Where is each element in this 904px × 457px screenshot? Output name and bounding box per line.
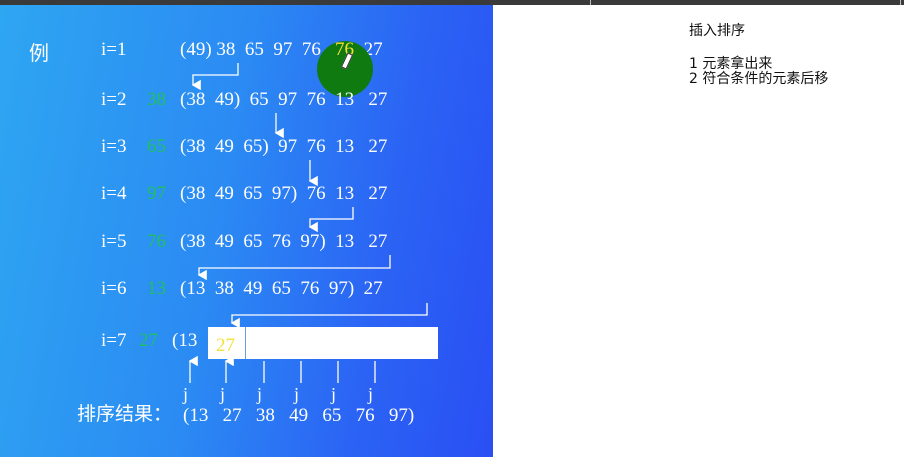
row-key: 76 xyxy=(147,231,166,252)
row-key: 97 xyxy=(147,183,166,204)
notes-title: 插入排序 xyxy=(689,23,745,39)
row-sequence: (13 38 49 65 76 97) 27 xyxy=(180,278,383,299)
j-label: j xyxy=(183,384,189,404)
top-bar xyxy=(0,0,904,5)
j-label: j xyxy=(294,384,300,404)
arrow-step-5 xyxy=(197,255,391,281)
example-label: 例 xyxy=(29,41,49,65)
j-label: j xyxy=(368,384,374,404)
top-bar-tick xyxy=(590,0,591,5)
result-label: 排序结果： xyxy=(77,403,173,425)
row-key: 27 xyxy=(139,330,158,351)
result-sequence: (13 27 38 49 65 76 97) xyxy=(183,405,415,426)
row-label: i=6 xyxy=(101,278,127,299)
insertion-slot-box xyxy=(208,327,438,359)
j-label: j xyxy=(331,384,337,404)
notes-item: 1 元素拿出来 xyxy=(689,56,773,72)
top-bar-tick xyxy=(900,0,901,5)
row-label: i=4 xyxy=(101,183,127,204)
row-label: i=1 xyxy=(101,39,127,60)
row-sequence: (13 xyxy=(172,330,198,351)
row-label: i=2 xyxy=(101,89,127,110)
arrow-layer xyxy=(188,63,428,383)
slot-divider xyxy=(245,327,246,359)
highlight-value: 27 xyxy=(216,335,235,356)
row-label: i=7 xyxy=(101,330,127,351)
row-sequence: (38 49) 65 97 76 13 27 xyxy=(180,89,388,110)
slide-canvas: 例 i=1 (49) 38 65 97 76 13 27 76 i=2 38 (… xyxy=(0,5,493,457)
row-sequence: (38 49 65 76 97) 13 27 xyxy=(180,231,388,252)
j-label: j xyxy=(220,384,226,404)
row-sequence: (38 49 65 97) 76 13 27 xyxy=(180,183,388,204)
j-label: j xyxy=(257,384,263,404)
arrow-step-4 xyxy=(308,207,354,233)
row-key: 65 xyxy=(147,136,166,157)
row-sequence: (38 49 65) 97 76 13 27 xyxy=(180,136,388,157)
row-label: i=5 xyxy=(101,231,127,252)
notes-item: 2 符合条件的元素后移 xyxy=(689,71,829,87)
row-key: 13 xyxy=(147,278,166,299)
arrow-step-1 xyxy=(191,63,239,91)
row-label: i=3 xyxy=(101,136,127,157)
row-key: 38 xyxy=(147,89,166,110)
arrow-step-6 xyxy=(230,303,428,329)
